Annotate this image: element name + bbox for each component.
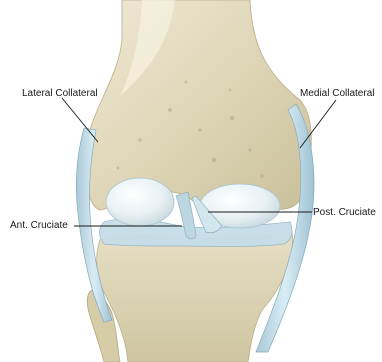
label-lateral-collateral: Lateral Collateral (22, 88, 98, 100)
leader-lateral-collateral (62, 98, 98, 142)
femur (86, 0, 312, 211)
label-anterior-cruciate: Ant. Cruciate (10, 220, 68, 232)
lateral-condyle (106, 178, 174, 226)
label-medial-collateral: Medial Collateral (300, 88, 374, 100)
label-posterior-cruciate: Post. Cruciate (313, 207, 376, 219)
